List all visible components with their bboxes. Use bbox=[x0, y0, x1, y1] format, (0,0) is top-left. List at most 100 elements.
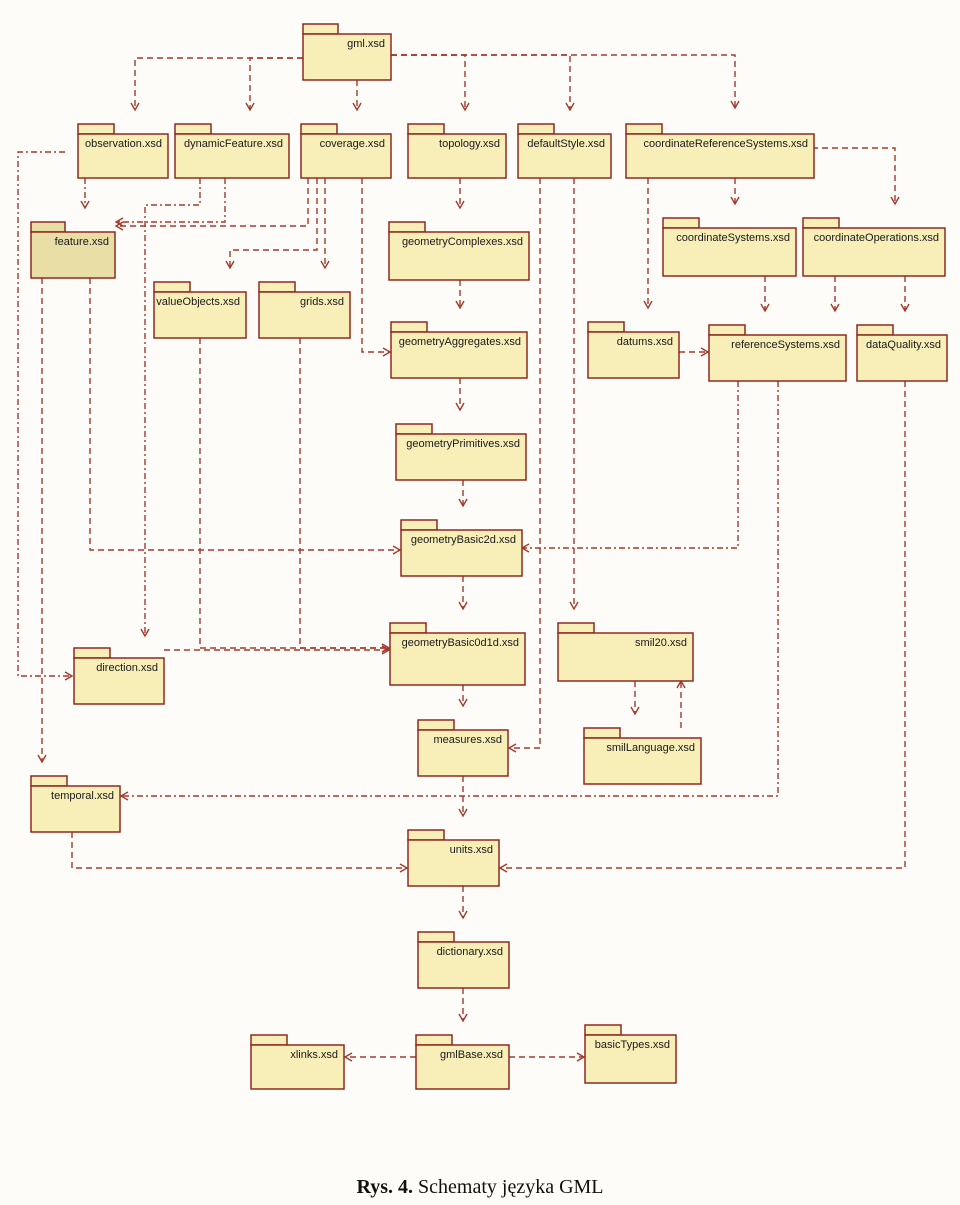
package-tab bbox=[417, 719, 455, 731]
package-tab bbox=[389, 622, 427, 634]
package-dictionary: dictionary.xsd bbox=[417, 931, 510, 989]
package-dataQuality: dataQuality.xsd bbox=[856, 324, 948, 382]
package-geometryPrimitives: geometryPrimitives.xsd bbox=[395, 423, 527, 481]
package-tab bbox=[390, 321, 428, 333]
dependency-coverage-to-geometryAggregates bbox=[361, 178, 392, 357]
package-label: geometryComplexes.xsd bbox=[402, 236, 523, 248]
package-label: dataQuality.xsd bbox=[866, 339, 941, 351]
caption-number: Rys. 4. bbox=[356, 1176, 414, 1198]
package-tab bbox=[400, 519, 438, 531]
package-tab bbox=[174, 123, 212, 135]
package-crs: coordinateReferenceSystems.xsd bbox=[625, 123, 815, 179]
package-body bbox=[77, 133, 169, 179]
dependency-grids-to-geometryBasic0d1d bbox=[299, 338, 391, 653]
package-body bbox=[30, 231, 116, 279]
dependency-gml-to-crs bbox=[391, 54, 740, 110]
package-tab bbox=[250, 1034, 288, 1046]
package-label: grids.xsd bbox=[300, 296, 344, 308]
package-label: direction.xsd bbox=[96, 662, 158, 674]
package-label: referenceSystems.xsd bbox=[731, 339, 840, 351]
dependency-gml-to-topology bbox=[391, 54, 470, 112]
package-body bbox=[258, 291, 351, 339]
package-observation: observation.xsd bbox=[77, 123, 169, 179]
package-label: geometryPrimitives.xsd bbox=[406, 438, 520, 450]
package-body bbox=[417, 729, 509, 777]
dependency-crs-to-coordinateOperations bbox=[812, 147, 900, 206]
package-label: xlinks.xsd bbox=[290, 1049, 338, 1061]
package-gml: gml.xsd bbox=[302, 23, 392, 81]
dependency-gml-to-defaultStyle bbox=[391, 54, 575, 112]
package-basicTypes: basicTypes.xsd bbox=[584, 1024, 677, 1084]
package-body bbox=[302, 33, 392, 81]
package-body bbox=[708, 334, 847, 382]
package-label: gmlBase.xsd bbox=[440, 1049, 503, 1061]
package-label: coordinateReferenceSystems.xsd bbox=[644, 138, 808, 150]
package-body bbox=[389, 632, 526, 686]
package-label: dynamicFeature.xsd bbox=[184, 138, 283, 150]
package-label: coordinateSystems.xsd bbox=[676, 232, 790, 244]
caption-text: Schematy języka GML bbox=[413, 1176, 604, 1198]
package-body bbox=[584, 1034, 677, 1084]
package-body bbox=[300, 133, 392, 179]
package-geometryAggregates: geometryAggregates.xsd bbox=[390, 321, 528, 379]
package-tab bbox=[708, 324, 746, 336]
package-label: defaultStyle.xsd bbox=[527, 138, 605, 150]
package-smilLanguage: smilLanguage.xsd bbox=[583, 727, 702, 785]
package-tab bbox=[625, 123, 663, 135]
package-feature: feature.xsd bbox=[30, 221, 116, 279]
package-grids: grids.xsd bbox=[258, 281, 351, 339]
package-tab bbox=[30, 775, 68, 787]
package-tab bbox=[662, 217, 700, 229]
package-coordinateOperations: coordinateOperations.xsd bbox=[802, 217, 946, 277]
dependency-coverage-to-feature bbox=[114, 178, 309, 231]
package-geometryComplexes: geometryComplexes.xsd bbox=[388, 221, 530, 281]
package-label: coverage.xsd bbox=[320, 138, 385, 150]
dependency-dynamicFeature-to-feature bbox=[114, 178, 226, 227]
package-tab bbox=[153, 281, 191, 293]
package-tab bbox=[395, 423, 433, 435]
package-body bbox=[153, 291, 247, 339]
package-tab bbox=[583, 727, 621, 739]
package-label: gml.xsd bbox=[347, 38, 385, 50]
package-label: units.xsd bbox=[450, 844, 493, 856]
package-tab bbox=[584, 1024, 622, 1036]
package-tab bbox=[557, 622, 595, 634]
package-units: units.xsd bbox=[407, 829, 500, 887]
package-label: basicTypes.xsd bbox=[595, 1039, 670, 1051]
dependency-feature-to-geometryBasic2d bbox=[89, 278, 402, 555]
package-geometryBasic2d: geometryBasic2d.xsd bbox=[400, 519, 523, 577]
package-label: observation.xsd bbox=[85, 138, 162, 150]
package-body bbox=[30, 785, 121, 833]
package-label: valueObjects.xsd bbox=[156, 296, 240, 308]
dependency-defaultStyle-to-measures bbox=[507, 178, 541, 753]
package-geometryBasic0d1d: geometryBasic0d1d.xsd bbox=[389, 622, 526, 686]
package-body bbox=[174, 133, 290, 179]
package-label: smil20.xsd bbox=[635, 637, 687, 649]
dependency-valueObjects-to-geometryBasic0d1d bbox=[199, 338, 391, 653]
package-body bbox=[400, 529, 523, 577]
package-body bbox=[856, 334, 948, 382]
package-body bbox=[407, 839, 500, 887]
package-tab bbox=[30, 221, 66, 233]
package-label: dictionary.xsd bbox=[437, 946, 503, 958]
package-body bbox=[415, 1044, 510, 1090]
figure-caption: Rys. 4. Schematy języka GML bbox=[0, 1176, 960, 1199]
package-label: topology.xsd bbox=[439, 138, 500, 150]
package-valueObjects: valueObjects.xsd bbox=[153, 281, 247, 339]
package-label: geometryBasic2d.xsd bbox=[411, 534, 516, 546]
package-body bbox=[583, 737, 702, 785]
package-body bbox=[802, 227, 946, 277]
package-label: datums.xsd bbox=[617, 336, 673, 348]
dependency-dynamicFeature-to-direction bbox=[140, 178, 201, 638]
package-body bbox=[395, 433, 527, 481]
package-body bbox=[557, 632, 694, 682]
package-tab bbox=[300, 123, 338, 135]
package-tab bbox=[415, 1034, 453, 1046]
package-body bbox=[407, 133, 507, 179]
dependency-observation-to-direction bbox=[17, 151, 74, 681]
package-tab bbox=[258, 281, 296, 293]
package-tab bbox=[856, 324, 894, 336]
package-gmlBase: gmlBase.xsd bbox=[415, 1034, 510, 1090]
package-tab bbox=[388, 221, 426, 233]
package-body bbox=[517, 133, 612, 179]
